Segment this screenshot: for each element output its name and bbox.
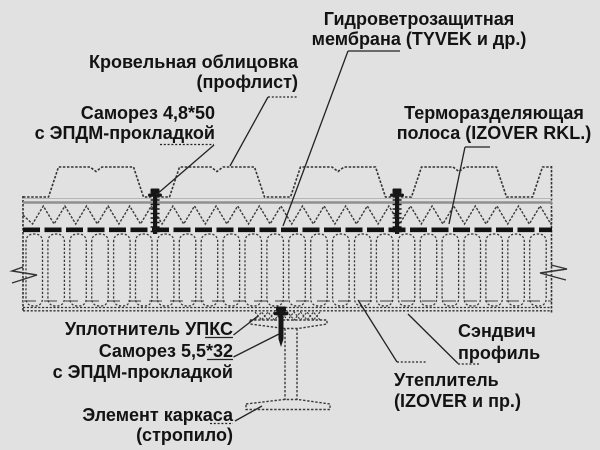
roof-screw-left-threads (150, 199, 160, 233)
label-screw-top-line2: с ЭПДМ-прокладкой (34, 123, 215, 143)
roof-screw-right-threads (392, 199, 402, 233)
leader-insulation (357, 299, 398, 363)
label-sandwich-profile-line2: профиль (458, 343, 541, 363)
label-sandwich-profile: Сэндвич профиль (458, 320, 540, 364)
label-membrane-line2: мембрана (TYVEK и др.) (311, 29, 527, 49)
label-screw-top: Саморез 4,8*50 с ЭПДМ-прокладкой (35, 103, 215, 143)
leader-lines (155, 50, 466, 422)
label-screw-bottom-line1: Саморез 5,5*32 (98, 341, 233, 361)
sealant-x-band (254, 311, 321, 321)
roof-screw-left (148, 188, 162, 234)
label-roof-cladding: Кровельная облицовка (профлист) (89, 52, 298, 92)
bottom-liner (23, 306, 552, 312)
leader-thermal-strip (448, 146, 466, 225)
label-underlines (160, 50, 490, 425)
label-thermal-strip-line1: Терморазделяющая (404, 103, 584, 123)
label-thermal-strip: Терморазделяющая полоса (IZOVER RKL.) (381, 103, 600, 143)
label-sealant-line1: Уплотнитель УПКС (64, 319, 233, 339)
i-beam-top-flange (249, 319, 328, 330)
thermal-strip-zigzag (22, 204, 553, 227)
label-sealant: Уплотнитель УПКС (65, 319, 233, 339)
i-beam-web (284, 328, 298, 400)
label-roof-cladding-line1: Кровельная облицовка (88, 52, 298, 72)
label-frame-element-line1: Элемент каркаса (82, 405, 233, 425)
left-break-mark (9, 266, 38, 284)
label-insulation-line1: Утеплитель (394, 370, 499, 390)
leader-frame-element (234, 405, 263, 422)
label-screw-top-line1: Саморез 4,8*50 (80, 103, 215, 123)
bottom-screw (273, 306, 289, 347)
leader-roof-cladding (229, 96, 269, 167)
i-beam-bottom-flange (245, 398, 331, 411)
label-frame-element-line2: (стропило) (136, 425, 233, 445)
leader-screw-top (155, 144, 215, 196)
label-screw-bottom-line2: с ЭПДМ-прокладкой (52, 362, 233, 382)
label-membrane: Гидроветрозащитная мембрана (TYVEK и др.… (296, 9, 542, 49)
label-insulation: Утеплитель (IZOVER и пр.) (394, 370, 521, 412)
right-break-mark (539, 264, 568, 281)
leader-membrane (282, 50, 349, 227)
label-roof-cladding-line2: (профлист) (196, 72, 298, 92)
label-sandwich-profile-line1: Сэндвич (458, 321, 536, 341)
label-screw-bottom: Саморез 5,5*32 с ЭПДМ-прокладкой (53, 341, 233, 383)
leader-sealant (233, 315, 259, 336)
leader-sandwich-profile (407, 313, 459, 364)
roof-profile (23, 166, 552, 198)
i-beam (245, 319, 331, 411)
label-frame-element: Элемент каркаса (стропило) (82, 405, 233, 445)
label-thermal-strip-line2: полоса (IZOVER RKL.) (396, 123, 592, 143)
label-insulation-line2: (IZOVER и пр.) (394, 391, 521, 411)
insulation-loops (25, 233, 547, 307)
roof-screw-right (390, 188, 404, 234)
label-membrane-line1: Гидроветрозащитная (323, 9, 515, 29)
leader-screw-bottom (233, 333, 280, 358)
